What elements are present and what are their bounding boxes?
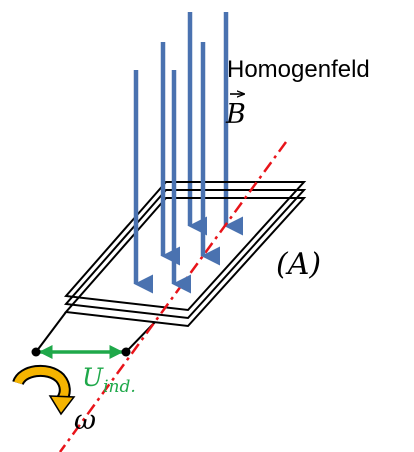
field-arrows-front: [133, 42, 221, 294]
angular-velocity-label: ω: [74, 405, 96, 436]
coil-loop: [63, 197, 307, 328]
terminal-right: [121, 347, 131, 357]
area-label: (A): [276, 247, 321, 282]
coil-loop: [63, 189, 307, 320]
coil-lead-left: [35, 311, 67, 353]
field-symbol-label: B: [225, 99, 246, 130]
coil-loop: [63, 181, 307, 312]
field-name-label: Homogenfeld: [227, 56, 370, 83]
voltage-subscript: ind.: [103, 377, 136, 397]
voltage-label: Uind.: [82, 363, 136, 397]
terminal-left: [31, 347, 41, 357]
rotation-axis: [58, 141, 288, 452]
voltage-symbol: U: [82, 363, 104, 392]
field-arrows-back: [187, 12, 244, 236]
coil-loops: [35, 181, 307, 353]
rotation-arrow-icon: [12, 364, 76, 416]
